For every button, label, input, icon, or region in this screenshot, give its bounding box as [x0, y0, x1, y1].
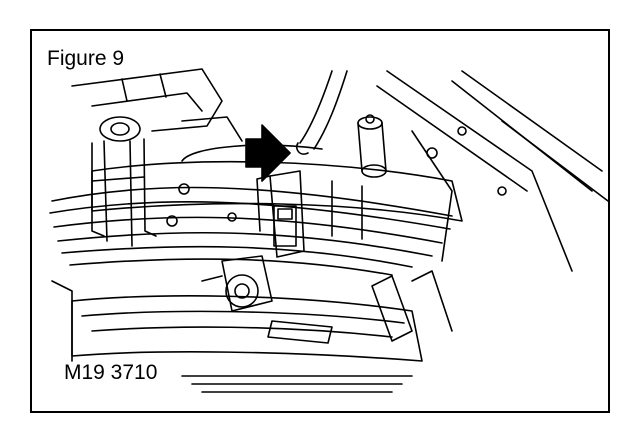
axle-beam [91, 144, 463, 240]
figure-title: Figure 9 [45, 47, 127, 70]
upper-left-structure [71, 68, 243, 142]
damper-mount [357, 114, 387, 178]
callout-arrow-icon [245, 124, 291, 182]
figure-frame: Figure 9 M19 3710 [30, 29, 610, 413]
brake-pipe [295, 70, 348, 155]
leaf-spring [49, 186, 453, 276]
lower-pan [51, 270, 453, 393]
technical-illustration [49, 68, 608, 393]
bracket-component [256, 170, 305, 258]
spring-hanger-bracket [91, 116, 157, 247]
chassis-rails [376, 70, 608, 272]
figure-reference: M19 3710 [62, 361, 160, 384]
spring-eye-shackle [201, 255, 273, 312]
